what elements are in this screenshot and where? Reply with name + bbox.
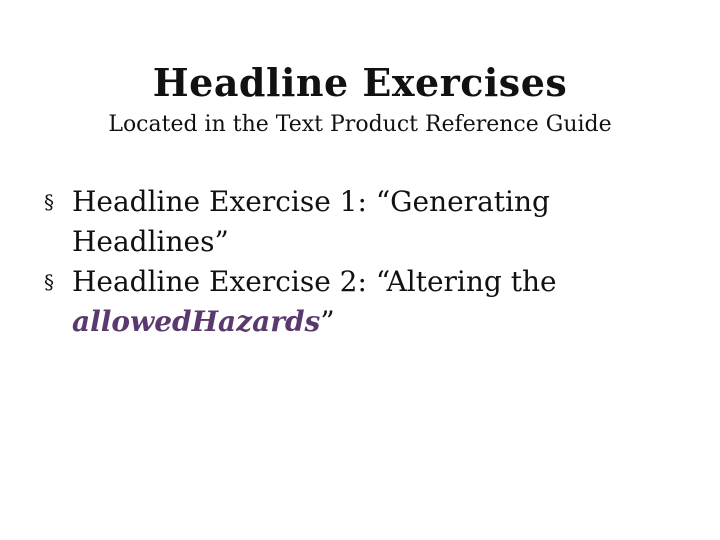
bullet-2-line-1: Headline Exercise 2: “Altering the <box>72 265 557 298</box>
slide-title: Headline Exercises <box>152 60 568 105</box>
allowed-hazards-emphasis: allowedHazards <box>72 305 321 338</box>
bullet-1-line-1: Headline Exercise 1: “Generating <box>72 185 550 218</box>
bullet-marker-icon: § <box>44 190 54 214</box>
bullet-2-closing-quote: ” <box>320 305 335 338</box>
bullet-item-1: § Headline Exercise 1: “Generating Headl… <box>44 182 704 262</box>
bullet-list: § Headline Exercise 1: “Generating Headl… <box>44 182 704 342</box>
slide-subtitle: Located in the Text Product Reference Gu… <box>108 112 612 137</box>
bullet-1-line-2: Headlines” <box>72 225 229 258</box>
bullet-item-2: § Headline Exercise 2: “Altering the all… <box>44 262 704 342</box>
bullet-marker-icon: § <box>44 270 54 294</box>
